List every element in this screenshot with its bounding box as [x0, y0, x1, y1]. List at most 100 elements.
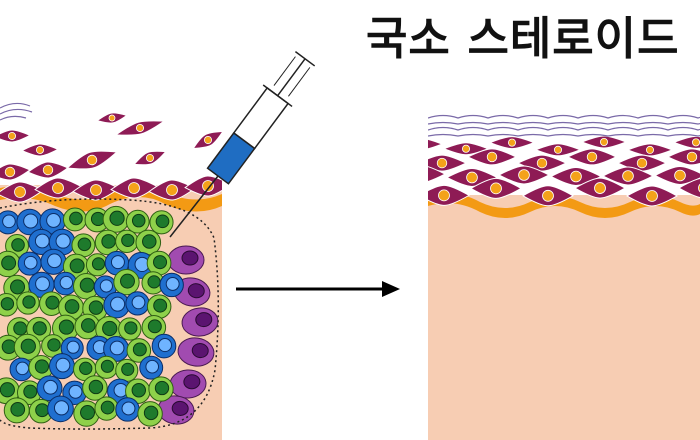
- keratinocyte: [34, 177, 82, 199]
- green-cell-nucleus: [22, 295, 36, 309]
- green-cell-nucleus: [131, 213, 146, 228]
- blue-cell-nucleus: [43, 379, 58, 395]
- keratinocyte: [428, 166, 447, 183]
- syringe-detail: [273, 56, 296, 86]
- blue-cell-nucleus: [157, 338, 172, 353]
- green-cell-nucleus: [132, 342, 147, 357]
- keratinocyte: [497, 165, 551, 185]
- basement-membrane-left: [0, 185, 222, 212]
- basal-keratinocytes-left: [0, 129, 222, 203]
- keratinocyte: [66, 150, 118, 170]
- keratinocyte: [148, 179, 196, 201]
- keratinocyte: [580, 135, 628, 149]
- blue-cell-nucleus: [23, 255, 38, 270]
- blue-cell-nucleus: [46, 213, 61, 228]
- stratum-corneum-lines: [428, 114, 700, 137]
- green-cell-nucleus: [142, 234, 157, 249]
- green-cell-nucleus: [23, 384, 38, 399]
- purple-cell: [177, 337, 215, 367]
- keratinocyte: [114, 120, 166, 136]
- green-cell-nucleus: [147, 275, 161, 289]
- keratinocyte: [428, 184, 471, 206]
- green-cell-nucleus: [88, 379, 104, 395]
- blue-cell-nucleus: [109, 340, 125, 356]
- green-cell-nucleus: [1, 255, 17, 271]
- green-cell-nucleus: [100, 400, 115, 415]
- epidermis-keratinocytes-right: [428, 135, 700, 207]
- keratinocyte: [192, 130, 222, 150]
- basement-membrane-right: [428, 193, 700, 218]
- keratinocyte: [521, 185, 575, 207]
- green-cell-nucleus: [153, 255, 168, 270]
- green-cell-nucleus: [69, 211, 83, 226]
- green-cell-nucleus: [45, 295, 60, 310]
- green-cell-nucleus: [20, 338, 36, 354]
- green-cell-nucleus: [153, 298, 168, 313]
- green-cell-nucleus: [147, 319, 162, 334]
- green-cell-nucleus: [109, 210, 125, 226]
- green-cell-nucleus: [1, 339, 17, 355]
- green-cell-nucleus: [80, 318, 96, 333]
- keratinocyte: [653, 165, 700, 185]
- green-cell-nucleus: [34, 359, 50, 374]
- keratinocyte: [466, 148, 518, 166]
- blue-cell-nucleus: [110, 296, 126, 312]
- keratinocyte: [27, 161, 69, 179]
- purple-cell: [169, 369, 207, 399]
- blue-cell-nucleus: [131, 295, 146, 310]
- blue-cell-nucleus: [165, 276, 180, 291]
- scale-line: [0, 102, 31, 109]
- keratinocyte: [672, 135, 700, 149]
- green-cell-nucleus: [91, 257, 106, 271]
- syringe-icon: [169, 51, 316, 238]
- green-cell-nucleus: [10, 401, 26, 417]
- green-cell-nucleus: [120, 273, 135, 289]
- blue-cell-nucleus: [121, 401, 136, 416]
- green-cell-nucleus: [32, 321, 47, 336]
- blue-cell-nucleus: [34, 233, 50, 249]
- detached-keratinocytes: [66, 112, 222, 170]
- diagram-title: 국소 스테로이드: [366, 12, 680, 65]
- keratinocyte: [110, 177, 158, 199]
- scale-line: [428, 133, 700, 137]
- green-cell-nucleus: [0, 297, 15, 311]
- keratinocyte: [20, 143, 60, 157]
- blue-cell-nucleus: [110, 255, 125, 270]
- blue-cell-nucleus: [68, 384, 83, 399]
- green-cell-nucleus: [10, 279, 26, 295]
- scale-line: [428, 121, 700, 125]
- green-cell-nucleus: [69, 258, 85, 274]
- keratinocyte: [469, 177, 523, 199]
- blue-cell-nucleus: [15, 361, 30, 376]
- keratinocyte: [442, 142, 490, 156]
- keratinocyte: [184, 175, 222, 197]
- blue-cell-nucleus: [55, 357, 71, 373]
- keratinocyte: [625, 185, 679, 207]
- scale-line: [0, 115, 27, 121]
- keratinocyte: [534, 143, 582, 157]
- keratinocyte: [488, 136, 536, 150]
- inflammatory-cell-infiltrate: [0, 205, 219, 427]
- syringe-plunger-rod: [277, 58, 306, 97]
- green-cell-nucleus: [13, 321, 28, 336]
- panel-before-treatment: [0, 102, 222, 440]
- green-cell-nucleus: [121, 233, 135, 247]
- keratinocyte: [96, 112, 128, 124]
- green-cell-nucleus: [58, 319, 75, 335]
- green-cell-nucleus: [80, 405, 96, 421]
- blue-cell-nucleus: [55, 233, 71, 249]
- blue-cell-nucleus: [2, 214, 16, 229]
- dermis-right: [428, 195, 700, 440]
- green-cell-nucleus: [79, 361, 93, 375]
- green-cell-nucleus: [88, 300, 104, 315]
- keratinocyte: [0, 181, 44, 203]
- scale-line: [428, 114, 700, 119]
- purple-cell: [181, 307, 219, 337]
- syringe-detail: [288, 67, 311, 97]
- panel-after-treatment: [428, 114, 700, 440]
- blue-cell-nucleus: [23, 213, 39, 229]
- green-cell-nucleus: [35, 403, 50, 418]
- arrow-right-icon: [236, 281, 400, 297]
